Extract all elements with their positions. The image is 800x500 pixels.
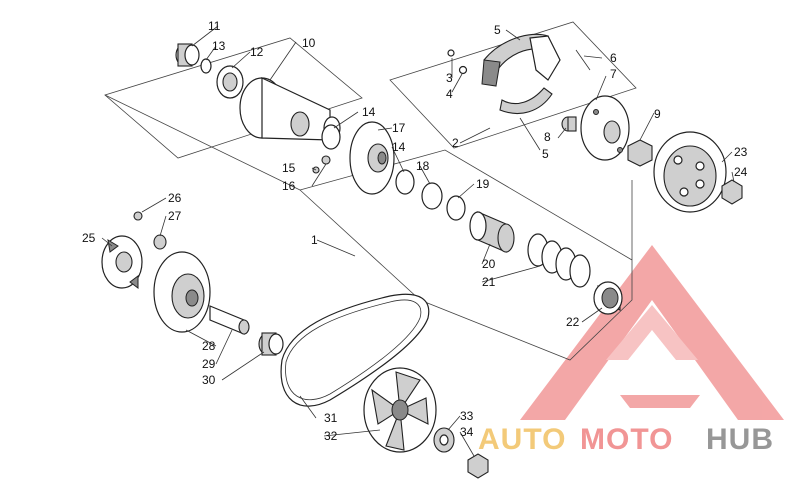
part-20-sleeve — [469, 211, 515, 253]
part-18-o-ring — [421, 182, 443, 210]
label-part-4: 4 — [446, 87, 453, 101]
part-28-drive-face — [153, 251, 211, 333]
label-part-31: 31 — [324, 411, 338, 425]
watermark-auto: AUTO — [478, 423, 566, 456]
watermark-triangle — [520, 245, 784, 420]
label-part-34: 34 — [460, 425, 474, 439]
part-29-sleeve — [209, 305, 250, 335]
part-30-bushing — [258, 332, 284, 356]
label-part-27: 27 — [168, 209, 182, 223]
label-part-23: 23 — [734, 145, 748, 159]
label-part-5-upper: 5 — [494, 23, 501, 37]
label-part-9: 9 — [654, 107, 661, 121]
part-31-drive-belt — [280, 293, 430, 407]
part-34-nut — [467, 453, 489, 479]
label-part-15: 15 — [282, 161, 296, 175]
label-part-19: 19 — [476, 177, 490, 191]
label-part-18: 18 — [416, 159, 430, 173]
label-part-13: 13 — [212, 39, 226, 53]
label-part-1: 1 — [311, 233, 318, 247]
label-part-5-lower: 5 — [542, 147, 549, 161]
part-32-fan — [363, 367, 437, 453]
part-13-circlip — [200, 58, 212, 74]
label-part-6: 6 — [610, 51, 617, 65]
label-part-3: 3 — [446, 71, 453, 85]
part-8-pin — [561, 116, 577, 132]
label-part-29: 29 — [202, 357, 216, 371]
watermark-inner-triangle — [606, 305, 698, 360]
label-part-11: 11 — [208, 19, 221, 33]
part-6-spring — [575, 49, 591, 71]
part-14-seal-lower — [395, 169, 415, 195]
label-part-17: 17 — [392, 121, 406, 135]
part-5-clutch-shoes — [481, 33, 561, 114]
part-number-labels: 1 2 3 4 5 5 6 7 8 9 10 11 12 13 14 14 15… — [82, 19, 748, 443]
part-23-clutch-bell — [653, 131, 727, 213]
label-part-10: 10 — [302, 36, 316, 50]
label-part-32: 32 — [324, 429, 338, 443]
label-part-16: 16 — [282, 179, 296, 193]
leader-lines — [101, 25, 735, 457]
part-22-spring-cup — [593, 281, 623, 315]
label-part-24: 24 — [734, 165, 748, 179]
label-part-12: 12 — [250, 45, 264, 59]
label-part-21: 21 — [482, 275, 496, 289]
label-part-2: 2 — [452, 136, 459, 150]
part-24-nut — [721, 179, 743, 205]
part-7-clutch-plate — [580, 95, 630, 161]
label-part-30: 30 — [202, 373, 216, 387]
label-part-28: 28 — [202, 339, 216, 353]
part-19-ring — [446, 195, 466, 221]
label-part-20: 20 — [482, 257, 496, 271]
watermark-moto: MOTO — [580, 423, 673, 456]
label-part-22: 22 — [566, 315, 580, 329]
label-part-25: 25 — [82, 231, 96, 245]
part-16-roller — [321, 155, 331, 165]
label-part-26: 26 — [168, 191, 182, 205]
part-11-bushing — [175, 43, 200, 67]
part-25-ramp-plate — [101, 235, 143, 289]
part-9-nut — [627, 139, 653, 167]
part-17-movable-pulley — [349, 121, 395, 195]
part-3-clip — [447, 49, 455, 57]
part-27-bushing — [153, 234, 167, 250]
watermark-logo — [520, 245, 784, 420]
label-part-33: 33 — [460, 409, 474, 423]
part-4-washer — [458, 65, 468, 75]
group-frame-1-link — [104, 94, 301, 191]
label-part-7: 7 — [610, 67, 617, 81]
watermark-text: AUTO MOTO HUB — [478, 423, 774, 456]
label-part-14-lower: 14 — [392, 140, 406, 154]
watermark-hub: HUB — [706, 423, 774, 456]
group-frame-10 — [104, 37, 363, 159]
part-26-slider — [133, 211, 143, 221]
part-33-washer — [433, 427, 455, 453]
watermark-bar — [620, 395, 700, 408]
label-part-8: 8 — [544, 130, 551, 144]
part-21-spring — [527, 233, 591, 288]
label-part-14-upper: 14 — [362, 105, 376, 119]
part-14-seal-upper — [321, 124, 341, 150]
part-12-bearing — [216, 65, 244, 99]
